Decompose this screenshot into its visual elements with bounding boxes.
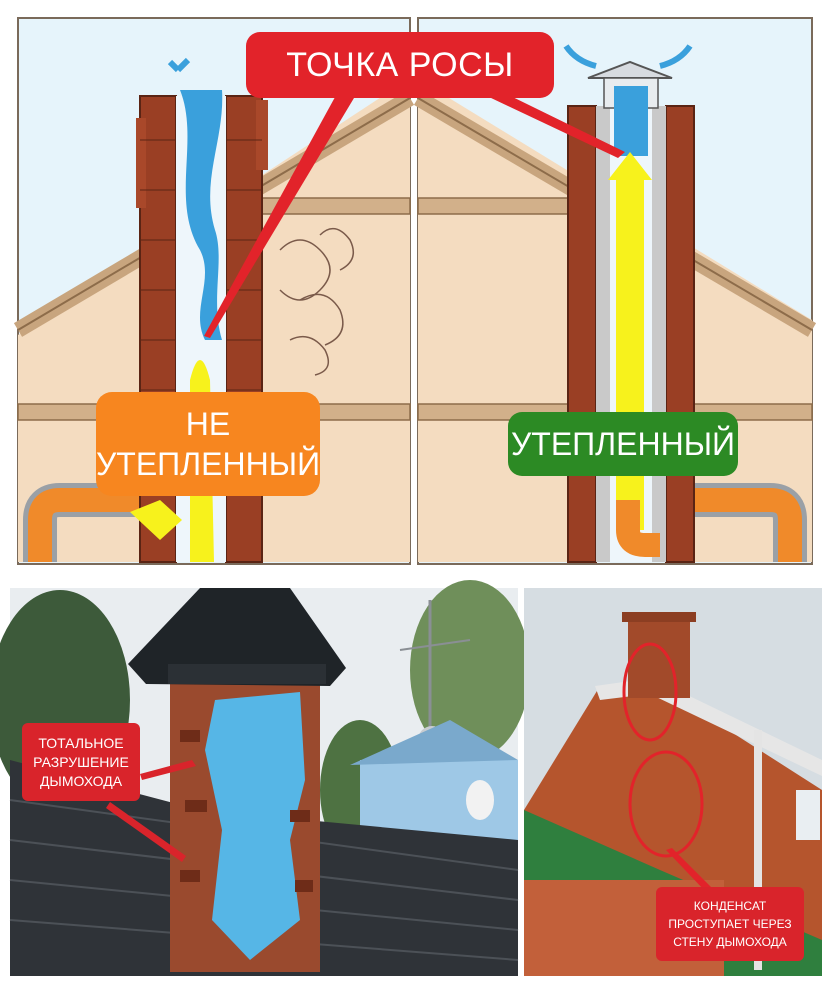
insulated-panel xyxy=(413,17,817,565)
destruction-text-line2: РАЗРУШЕНИЕ xyxy=(33,753,129,770)
dew-point-label: ТОЧКА РОСЫ xyxy=(246,32,554,98)
destruction-text-line1: ТОТАЛЬНОЕ xyxy=(38,734,124,751)
condensate-circle-lower xyxy=(628,750,704,858)
destruction-text-line3: ДЫМОХОДА xyxy=(39,772,123,789)
condensate-pointer xyxy=(666,848,712,892)
condensate-text-line3: СТЕНУ ДЫМОХОДА xyxy=(673,935,787,949)
destruction-label: ТОТАЛЬНОЕ РАЗРУШЕНИЕ ДЫМОХОДА xyxy=(22,723,140,801)
insulated-text: УТЕПЛЕННЫЙ xyxy=(510,425,736,462)
dew-point-pointer-left xyxy=(204,88,360,338)
destroyed-chimney-photo xyxy=(0,580,530,976)
dew-point-text: ТОЧКА РОСЫ xyxy=(286,45,514,84)
uninsulated-text-line1: НЕ xyxy=(185,406,231,442)
uninsulated-text-line2: УТЕПЛЕННЫЙ xyxy=(95,446,321,482)
condensate-text-line1: КОНДЕНСАТ xyxy=(693,899,767,913)
destruction-pointer xyxy=(140,760,196,780)
insulated-label: УТЕПЛЕННЫЙ xyxy=(508,412,738,476)
uninsulated-label: НЕ УТЕПЛЕННЫЙ xyxy=(96,392,320,496)
condensate-label: КОНДЕНСАТ ПРОСТУПАЕТ ЧЕРЕЗ СТЕНУ ДЫМОХОД… xyxy=(656,887,804,961)
photo-strip xyxy=(0,580,822,976)
condensate-circle-upper xyxy=(622,642,678,742)
dew-point-pointer-right xyxy=(470,86,625,158)
condensate-text-line2: ПРОСТУПАЕТ ЧЕРЕЗ xyxy=(668,917,792,931)
